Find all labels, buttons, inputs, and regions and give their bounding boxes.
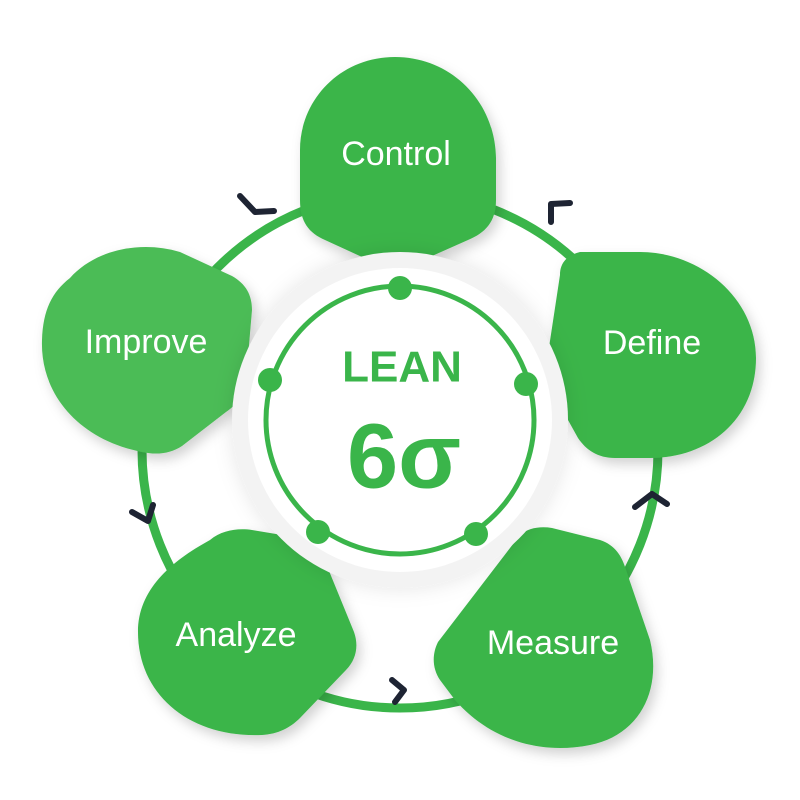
inner-node-right [514, 372, 538, 396]
step-improve-label: Improve [85, 323, 208, 361]
arrow-measure-to-define [632, 491, 670, 510]
center-title: LEAN [342, 343, 462, 392]
step-measure [433, 527, 654, 748]
arrow-define-to-control [548, 200, 573, 225]
step-improve-shape [41, 247, 252, 454]
step-control-shape [300, 57, 496, 271]
step-control-label: Control [341, 135, 451, 173]
step-measure-label: Measure [487, 624, 619, 662]
center-subtitle: 6σ [347, 405, 461, 507]
inner-node-left [258, 368, 282, 392]
inner-node-bottom-left [306, 520, 330, 544]
step-measure-shape [433, 527, 654, 748]
cycle-arrows [129, 193, 670, 705]
step-analyze-label: Analyze [176, 616, 297, 654]
inner-ring-nodes [258, 276, 538, 546]
step-control [300, 57, 496, 271]
center-disc [248, 268, 552, 572]
step-analyze-shape [138, 529, 357, 736]
step-define-shape [544, 252, 756, 458]
step-analyze [138, 529, 357, 736]
arrow-improve-to-analyze [129, 502, 156, 524]
inner-node-bottom-right [464, 522, 488, 546]
step-define [544, 252, 756, 458]
step-define-label: Define [603, 324, 701, 362]
arrow-control-to-improve [237, 193, 277, 215]
inner-node-top [388, 276, 412, 300]
step-improve [41, 247, 252, 454]
arrow-analyze-to-measure [389, 677, 407, 705]
